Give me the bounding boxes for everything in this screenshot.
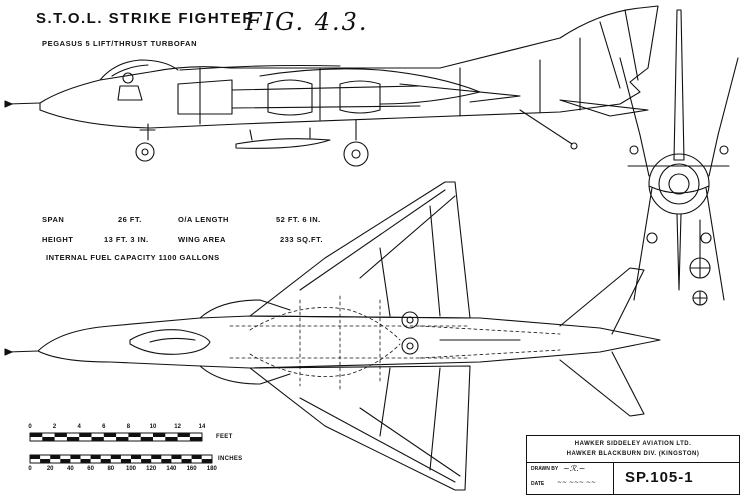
area-value: 233 SQ.FT.	[280, 235, 323, 244]
feet-tick: 4	[77, 424, 81, 430]
feet-tick: 14	[198, 424, 206, 430]
feet-tick: 8	[126, 424, 131, 430]
feet-tick: 10	[149, 424, 157, 430]
side-view	[4, 5, 659, 167]
feet-label: FEET	[216, 434, 233, 440]
company-name: HAWKER SIDDELEY AVIATION LTD.	[574, 441, 692, 447]
feet-tick: 6	[102, 424, 106, 430]
front-view	[619, 9, 739, 306]
drawing-title: S.T.O.L. STRIKE FIGHTER	[36, 10, 255, 27]
engine-label: PEGASUS 5 LIFT/THRUST TURBOFAN	[42, 39, 198, 48]
scale-bars	[29, 432, 213, 464]
feet-tick: 2	[52, 424, 57, 430]
feet-tick: 0	[28, 424, 32, 430]
span-label: SPAN	[42, 215, 65, 224]
inch-tick: 80	[107, 466, 115, 472]
inch-tick: 160	[186, 466, 197, 472]
inch-tick: 100	[125, 466, 137, 472]
inch-tick: 40	[67, 466, 74, 472]
inch-tick: 180	[206, 466, 217, 472]
inch-tick: 120	[146, 466, 157, 472]
title-block-vdivider	[613, 462, 614, 494]
length-value: 52 FT. 6 IN.	[276, 215, 321, 224]
height-label: HEIGHT	[42, 235, 74, 244]
inch-tick: 60	[87, 466, 94, 472]
inch-tick: 140	[166, 466, 177, 472]
plan-view	[4, 181, 661, 491]
fuel-capacity: INTERNAL FUEL CAPACITY 1100 GALLONS	[46, 253, 220, 262]
figure-label: FIG. 4.3.	[245, 8, 369, 36]
division-name: HAWKER BLACKBURN DIV. (KINGSTON)	[566, 451, 700, 457]
drawn-by-label: DRAWN BY	[531, 466, 559, 472]
title-block-divider	[527, 462, 739, 463]
inches-label: INCHES	[218, 456, 243, 462]
date-handwriting: ~~ ~~~ ~~	[557, 479, 597, 486]
title-block: HAWKER SIDDELEY AVIATION LTD. HAWKER BLA…	[526, 435, 740, 495]
inch-tick: 0	[28, 466, 32, 472]
area-label: WING AREA	[178, 235, 226, 244]
date-label: DATE	[531, 481, 545, 487]
height-value: 13 FT. 3 IN.	[104, 235, 149, 244]
drawing-number: SP.105-1	[625, 469, 694, 486]
feet-tick: 12	[174, 424, 181, 430]
span-value: 26 FT.	[118, 215, 142, 224]
inch-tick: 20	[46, 466, 54, 472]
length-label: O/A LENGTH	[178, 215, 229, 224]
drawn-by-signature: ~ℛ.~	[563, 464, 586, 473]
